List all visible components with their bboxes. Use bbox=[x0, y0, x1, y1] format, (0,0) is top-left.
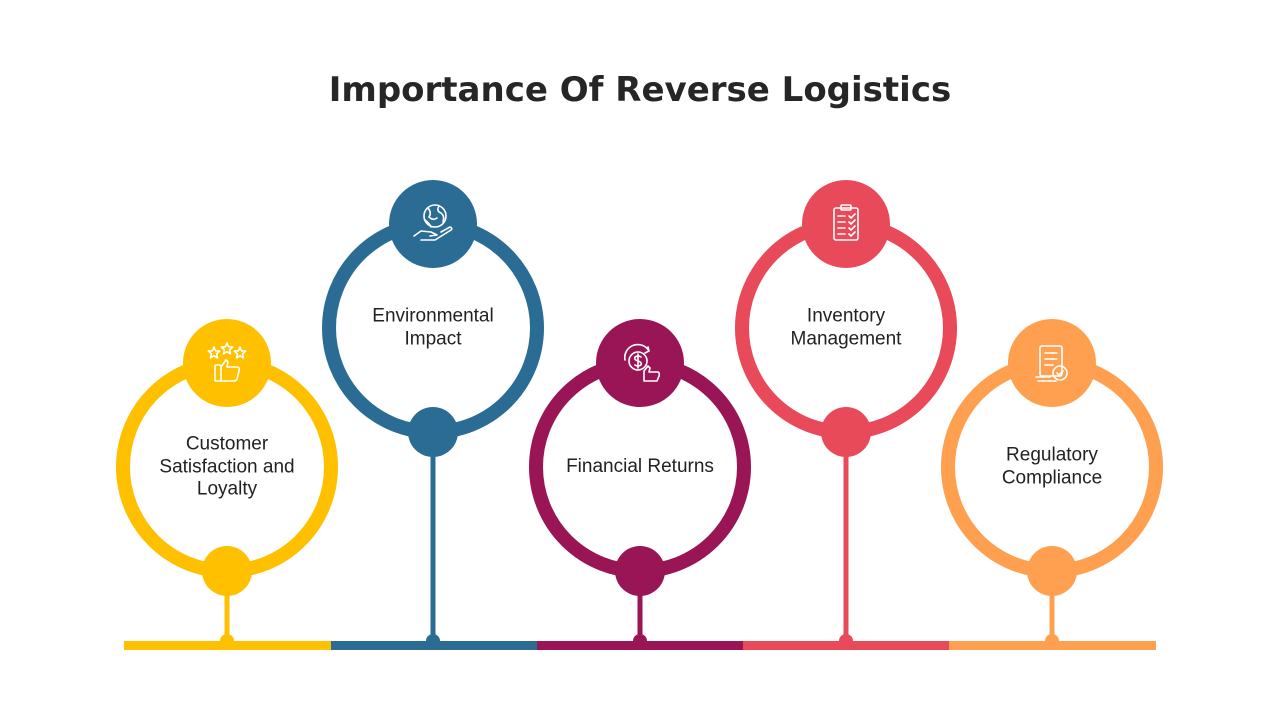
item-rings bbox=[116, 180, 1163, 596]
globe-in-hand-icon bbox=[413, 204, 453, 241]
baseline-node bbox=[426, 634, 440, 648]
baseline-node bbox=[839, 634, 853, 648]
page-title: Importance Of Reverse Logistics bbox=[328, 70, 952, 110]
icon-badge bbox=[802, 180, 890, 268]
icon-badge bbox=[389, 180, 477, 268]
ring-bottom-node bbox=[202, 546, 252, 596]
item-label-financial-returns: Financial Returns bbox=[566, 455, 714, 477]
money-return-icon bbox=[623, 343, 661, 382]
item-label-customer-satisfaction: Customer Satisfaction and Loyalty bbox=[159, 433, 295, 500]
ring-bottom-node bbox=[821, 407, 871, 457]
item-icons bbox=[207, 204, 1068, 382]
ring-bottom-node bbox=[615, 546, 665, 596]
ring-bottom-node bbox=[408, 407, 458, 457]
stars-thumbs-up-icon bbox=[207, 342, 247, 382]
baseline-node bbox=[1045, 634, 1059, 648]
compliance-document-icon bbox=[1035, 345, 1068, 382]
icon-badge bbox=[1008, 319, 1096, 407]
clipboard-checklist-icon bbox=[833, 204, 859, 241]
icon-badge bbox=[596, 319, 684, 407]
baseline-node bbox=[633, 634, 647, 648]
item-label-inventory-management: Inventory Management bbox=[790, 305, 902, 350]
item-label-regulatory-compliance: Regulatory Compliance bbox=[1001, 444, 1103, 489]
baseline-node bbox=[220, 634, 234, 648]
item-label-environmental-impact: Environmental Impact bbox=[372, 305, 494, 350]
ring-bottom-node bbox=[1027, 546, 1077, 596]
